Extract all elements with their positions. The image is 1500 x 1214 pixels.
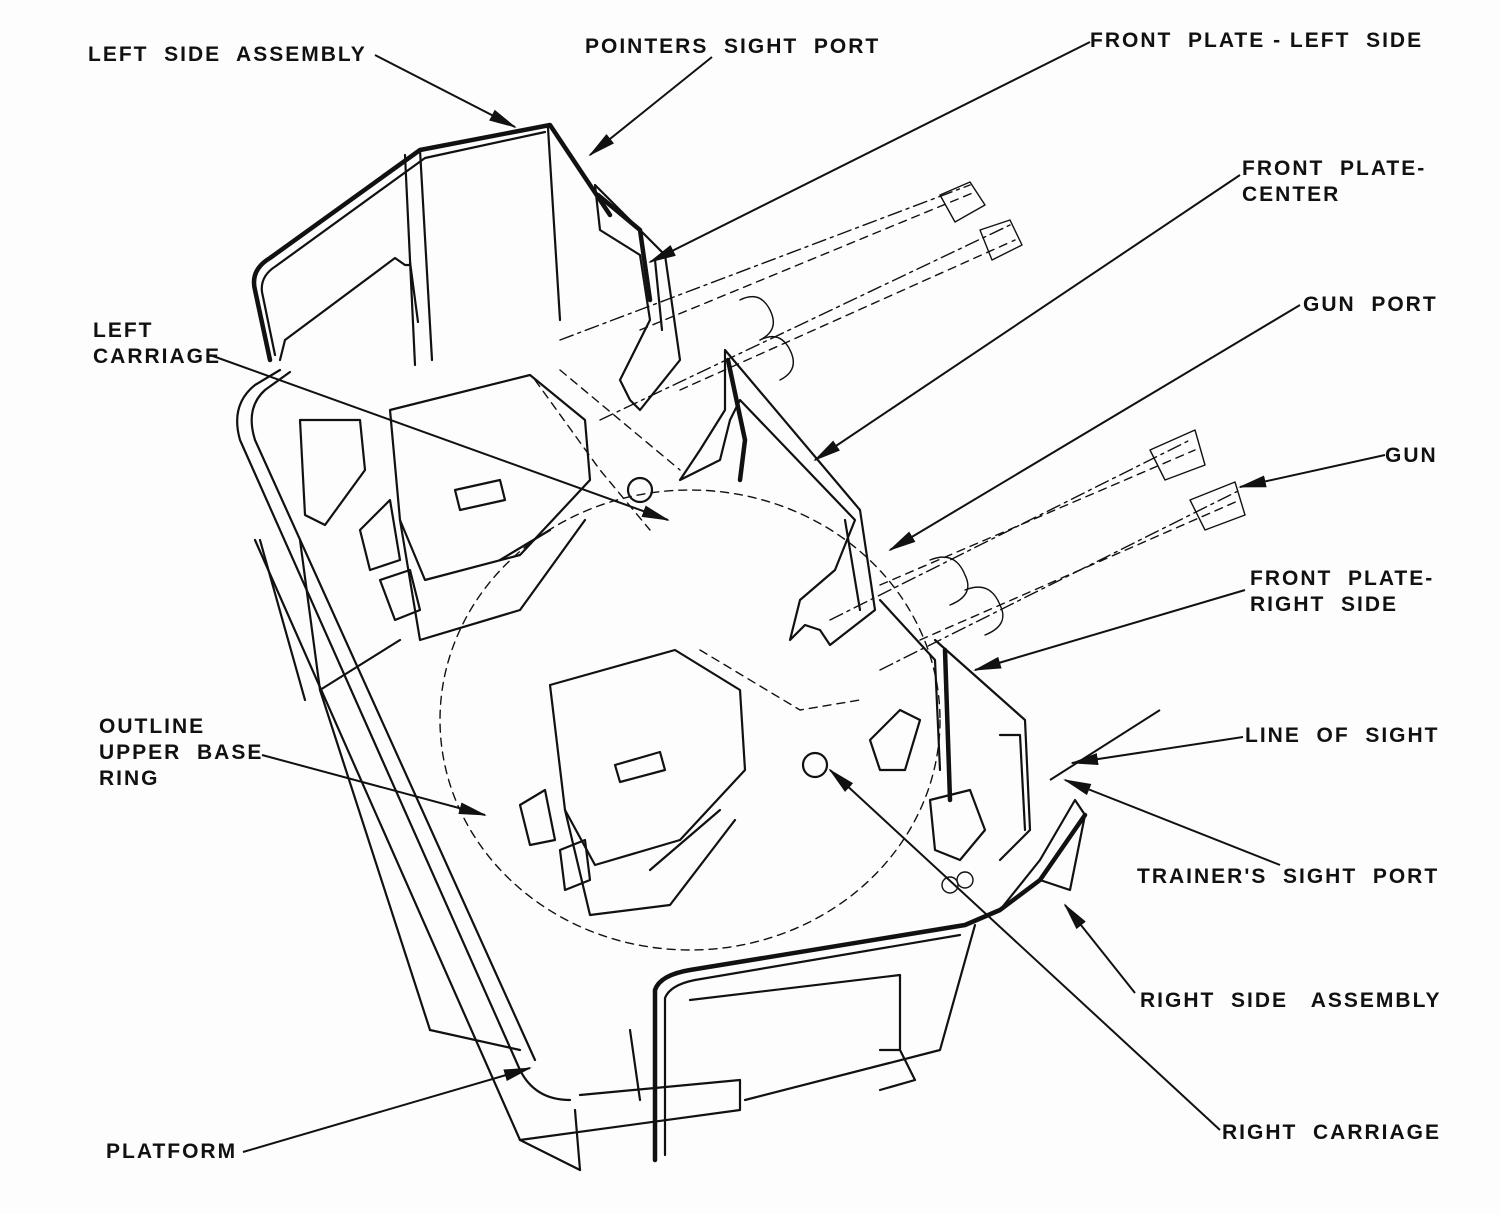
label-trainers-sight-port: TRAINER'S SIGHT PORT bbox=[1137, 865, 1440, 888]
lower-guns bbox=[829, 429, 1246, 671]
upper-guns bbox=[559, 181, 1023, 421]
leader-pointers-sight-port bbox=[588, 56, 713, 157]
leader-line-of-sight bbox=[1070, 736, 1244, 766]
front-plate-center-shape bbox=[678, 348, 942, 772]
line-of-sight-ray bbox=[1049, 709, 1161, 781]
label-platform: PLATFORM bbox=[106, 1140, 238, 1163]
leader-trainers-sight-port bbox=[1063, 779, 1281, 866]
label-left-side-assembly: LEFT SIDE ASSEMBLY bbox=[88, 43, 367, 66]
leader-front-plate-right-side bbox=[973, 589, 1246, 671]
leader-outline-upper-base-ring bbox=[261, 754, 487, 816]
label-line-of-sight: LINE OF SIGHT bbox=[1245, 724, 1440, 747]
leader-gun bbox=[1238, 454, 1386, 488]
leader-front-plate-left-side bbox=[648, 41, 1091, 263]
leader-front-plate-center bbox=[813, 174, 1241, 462]
right-carriage-shape bbox=[518, 648, 987, 917]
leader-platform bbox=[242, 1067, 532, 1153]
label-gun: GUN bbox=[1385, 444, 1438, 467]
upper-base-ring-outline bbox=[439, 489, 941, 951]
leader-left-carriage bbox=[209, 354, 670, 521]
label-front-plate-right-side: FRONT PLATE- RIGHT SIDE bbox=[1250, 567, 1435, 616]
leader-right-side-assembly bbox=[1063, 903, 1136, 994]
leader-left-side-assembly bbox=[374, 54, 517, 128]
label-outline-upper-base-ring: OUTLINE UPPER BASE RING bbox=[99, 715, 264, 790]
right-side-assembly-shape bbox=[628, 638, 1088, 1163]
leader-lines bbox=[209, 41, 1386, 1153]
label-front-plate-center: FRONT PLATE- CENTER bbox=[1242, 157, 1427, 206]
leader-right-carriage bbox=[828, 768, 1221, 1131]
label-pointers-sight-port: POINTERS SIGHT PORT bbox=[585, 35, 881, 58]
label-gun-port: GUN PORT bbox=[1303, 293, 1438, 316]
label-right-side-assembly: RIGHT SIDE ASSEMBLY bbox=[1140, 989, 1442, 1012]
label-front-plate-left-side: FRONT PLATE - LEFT SIDE bbox=[1090, 29, 1424, 52]
left-carriage-shape bbox=[358, 369, 681, 642]
platform-rail bbox=[236, 368, 917, 1172]
left-side-assembly-shape bbox=[251, 122, 613, 527]
label-right-carriage: RIGHT CARRIAGE bbox=[1222, 1121, 1441, 1144]
leader-gun-port bbox=[888, 304, 1301, 552]
front-plate-left-side-shape bbox=[593, 183, 682, 412]
label-left-carriage: LEFT CARRIAGE bbox=[93, 319, 222, 368]
